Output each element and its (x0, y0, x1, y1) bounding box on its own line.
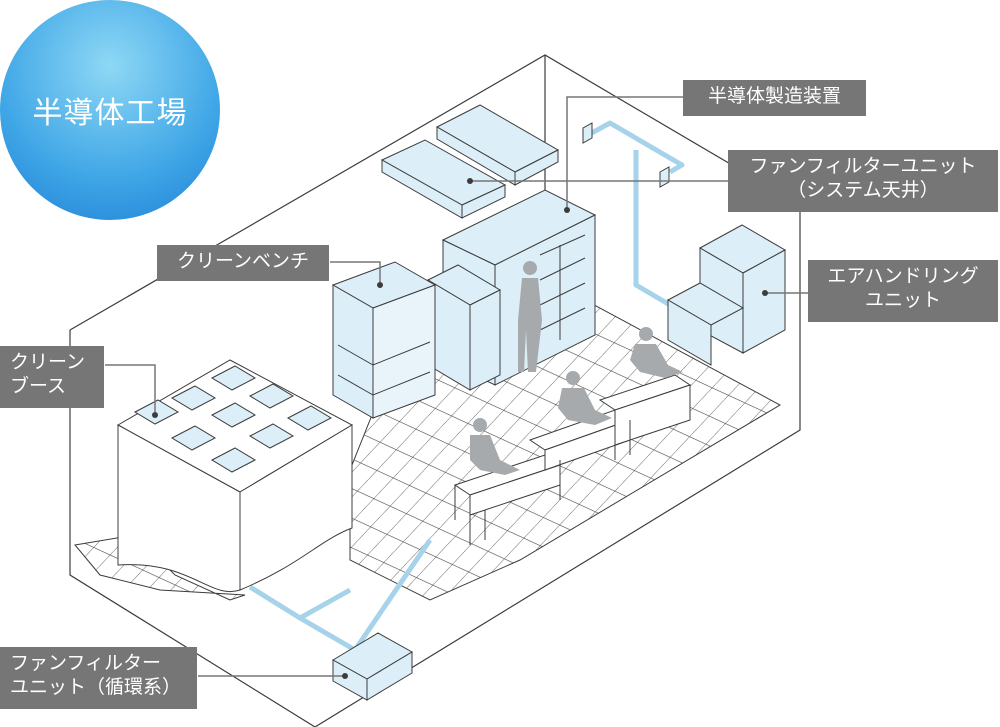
label-line: 半導体製造装置 (707, 85, 841, 107)
label-line: クリーン (10, 351, 86, 373)
label-line: エアハンドリング (827, 265, 979, 287)
ceiling-ffu-panels (380, 104, 560, 219)
label-clean-booth: クリーン ブース (0, 346, 104, 408)
wall-outlets (582, 122, 670, 188)
semiconductor-equipment (426, 189, 597, 391)
label-ffu-circulation: ファンフィルター ユニット（循環系） (0, 647, 197, 709)
work-tables (453, 374, 692, 545)
label-line: ユニット (864, 288, 941, 311)
page-title: 半導体工場 (32, 96, 188, 131)
label-air-handling-unit: エアハンドリング ユニット (808, 260, 998, 322)
label-line: ファンフィルター (10, 652, 162, 674)
label-semiconductor-equipment: 半導体製造装置 (683, 80, 866, 116)
clean-bench (331, 261, 437, 419)
clean-booth (116, 359, 354, 592)
label-line: ブース (10, 374, 67, 397)
callout-leaders (105, 96, 808, 679)
air-duct (248, 120, 685, 653)
air-handling-unit (666, 224, 787, 366)
label-clean-bench: クリーンベンチ (157, 245, 329, 281)
label-ffu-ceiling: ファンフィルターユニット （システム天井） (728, 150, 998, 212)
label-line: クリーンベンチ (176, 250, 310, 272)
title-badge: 半導体工場 (0, 0, 220, 220)
people (470, 261, 683, 475)
circulation-ffu (332, 632, 413, 701)
label-line: ファンフィルターユニット (749, 155, 977, 177)
label-line: ユニット（循環系） (10, 675, 182, 698)
label-line: （システム天井） (787, 178, 939, 201)
